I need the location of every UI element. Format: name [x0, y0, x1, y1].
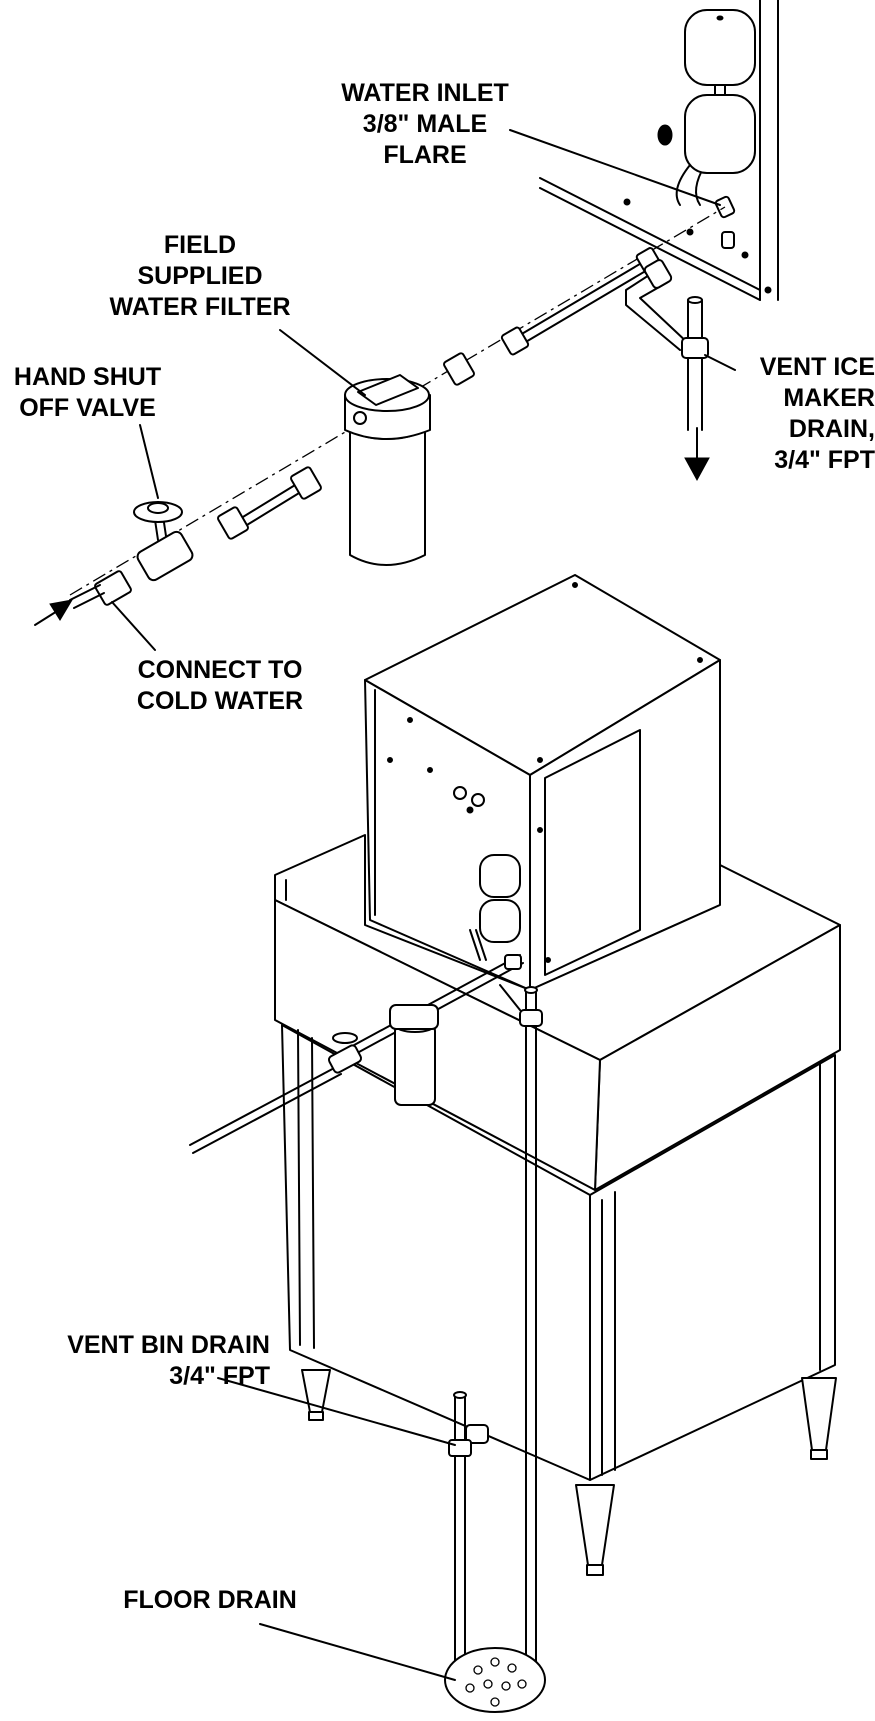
label-line: HAND SHUT [13, 363, 162, 391]
label-line: CONNECT TO [137, 656, 303, 684]
label-line: WATER INLET [341, 79, 509, 107]
ice-bin [274, 834, 841, 1481]
label-water-filter: FIELD SUPPLIED WATER FILTER [95, 230, 305, 323]
label-line: 3/4" FPT [774, 446, 875, 474]
label-shutoff-valve: HAND SHUT OFF VALVE [0, 362, 175, 424]
water-filter [344, 374, 431, 566]
cold-water-arrow [34, 599, 73, 626]
label-line: VENT BIN DRAIN [67, 1331, 270, 1359]
leader-lines [111, 129, 736, 1681]
label-line: FLARE [383, 141, 467, 169]
label-line: FLOOR DRAIN [123, 1586, 297, 1614]
label-vent-bin-drain: VENT BIN DRAIN 3/4" FPT [45, 1330, 270, 1392]
water-supply-line-lower [189, 954, 524, 1154]
label-line: OFF VALVE [19, 394, 156, 422]
label-water-inlet: WATER INLET 3/8" MALE FLARE [335, 78, 515, 171]
label-line: FIELD [163, 231, 237, 259]
label-cold-water: CONNECT TO COLD WATER [125, 655, 315, 717]
ice-maker-drain-pipe [625, 259, 710, 482]
electrical-box-top [657, 9, 756, 174]
wall-panel [539, 0, 779, 301]
label-line: DRAIN, [788, 415, 875, 443]
label-vent-ice-maker-drain: VENT ICE MAKER DRAIN, 3/4" FPT [725, 352, 875, 476]
label-line: WATER FILTER [109, 293, 291, 321]
bin-legs [301, 1369, 837, 1576]
label-line: COLD WATER [136, 687, 304, 715]
ice-maker-head [364, 574, 721, 991]
label-line: 3/4" FPT [169, 1362, 270, 1390]
label-line: VENT ICE [759, 353, 875, 381]
label-line: SUPPLIED [137, 262, 263, 290]
floor-drain [444, 1647, 546, 1713]
shutoff-valve [133, 501, 194, 582]
label-line: 3/8" MALE [362, 110, 488, 138]
label-line: MAKER [783, 384, 875, 412]
label-floor-drain: FLOOR DRAIN [110, 1585, 310, 1616]
